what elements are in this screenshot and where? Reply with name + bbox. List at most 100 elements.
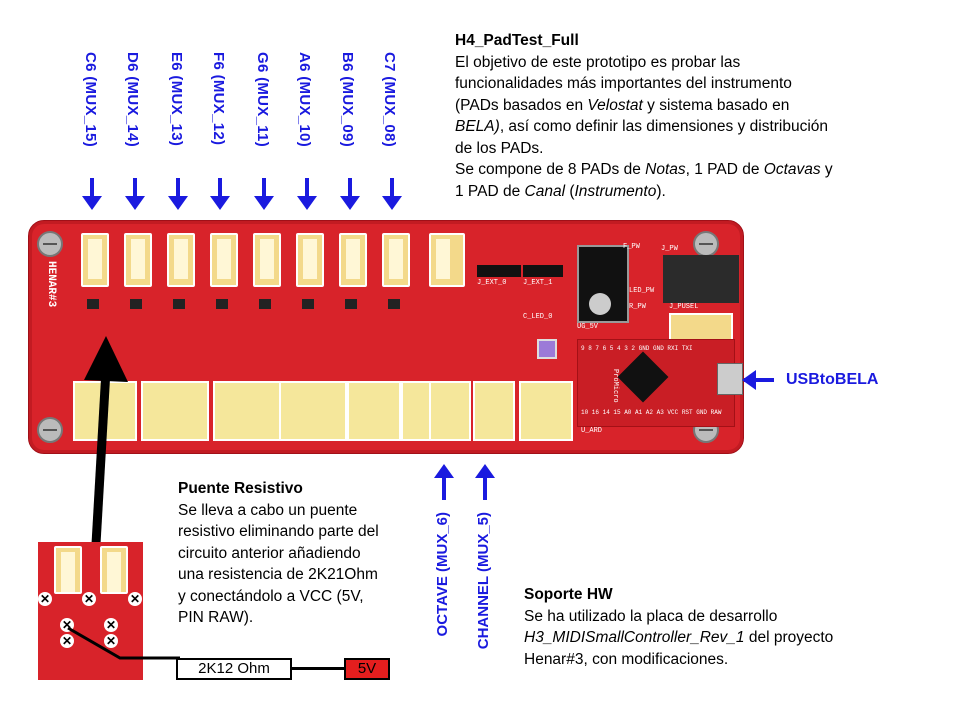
puente-line: circuito anterior añadiendo bbox=[178, 544, 361, 562]
pad-connector-bottom bbox=[141, 381, 209, 441]
mount-hole-icon bbox=[37, 231, 63, 257]
resistor-label: 2K12 Ohm bbox=[176, 658, 292, 680]
mount-hole-icon bbox=[37, 417, 63, 443]
title: H4_PadTest_Full bbox=[455, 32, 579, 49]
pad-connector-bottom bbox=[279, 381, 347, 441]
transistor bbox=[302, 299, 314, 309]
silk-label: J_PUSEL bbox=[669, 303, 699, 311]
usb-label: USBtoBELA bbox=[786, 371, 879, 388]
transistor bbox=[216, 299, 228, 309]
soporte-line: Se ha utilizado la placa de desarrollo bbox=[524, 607, 778, 625]
soporte-line: H3_MIDISmallController_Rev_1 del proyect… bbox=[524, 629, 834, 646]
pad-label-a6: A6 (MUX_10) bbox=[296, 52, 313, 147]
transistor bbox=[130, 299, 142, 309]
transistor bbox=[173, 299, 185, 309]
silk-label: LED_PW bbox=[629, 287, 655, 295]
wire bbox=[290, 667, 344, 670]
title-line: El objetivo de este prototipo es probar … bbox=[455, 53, 741, 71]
pad-connector bbox=[54, 546, 82, 594]
power-jack bbox=[663, 255, 739, 303]
title-line: (PADs basados en Velostat y sistema basa… bbox=[455, 96, 790, 114]
header-j-ext-1 bbox=[523, 265, 563, 277]
puente-line: resistivo eliminando parte del bbox=[178, 523, 379, 540]
soporte-title: Soporte HW bbox=[524, 586, 613, 603]
vcc-label: 5V bbox=[344, 658, 390, 680]
pad-connector bbox=[339, 233, 367, 287]
pad-connector bbox=[167, 233, 195, 287]
arrow-up-icon bbox=[475, 464, 495, 500]
pad-connector bbox=[382, 233, 410, 287]
arrow-down-icon bbox=[125, 178, 145, 210]
silk-label: J_EXT_0 bbox=[477, 279, 507, 287]
usb-connector bbox=[717, 363, 743, 395]
title-line: Se compone de 8 PADs de Notas, 1 PAD de … bbox=[455, 161, 833, 178]
silk-label: J_EXT_1 bbox=[523, 279, 553, 287]
arrow-left-head-icon bbox=[742, 370, 756, 390]
transistor bbox=[87, 299, 99, 309]
arrow-up-icon bbox=[434, 464, 454, 500]
cut-x-icon: ✕ bbox=[104, 634, 118, 648]
title-line: de los PADs. bbox=[455, 139, 544, 157]
puente-title: Puente Resistivo bbox=[178, 480, 303, 497]
arrow-down-icon bbox=[254, 178, 274, 210]
puente-block: Puente Resistivo Se lleva a cabo un puen… bbox=[178, 478, 438, 629]
soporte-block: Soporte HW Se ha utilizado la placa de d… bbox=[524, 584, 944, 670]
pad-connector-bottom bbox=[519, 381, 573, 441]
silk-label: 10 16 14 15 A0 A1 A2 A3 VCC RST GND RAW bbox=[581, 409, 722, 416]
title-line: funcionalidades más importantes del inst… bbox=[455, 75, 792, 92]
silk-label: UG_5V bbox=[577, 323, 599, 331]
puente-line: y conectándolo a VCC (5V, bbox=[178, 587, 364, 605]
pad-label-c6: C6 (MUX_15) bbox=[82, 52, 99, 147]
arrow-down-icon bbox=[297, 178, 317, 210]
pad-connector-bottom bbox=[347, 381, 401, 441]
arrow-left-icon bbox=[744, 378, 774, 382]
cut-x-icon: ✕ bbox=[82, 592, 96, 606]
pad-label-c7: C7 (MUX_08) bbox=[381, 52, 398, 147]
transistor bbox=[345, 299, 357, 309]
soporte-line: Henar#3, con modificaciones. bbox=[524, 650, 729, 668]
arrow-up-black-icon bbox=[84, 336, 128, 545]
title-block: H4_PadTest_Full El objetivo de este prot… bbox=[455, 30, 955, 202]
cut-x-icon: ✕ bbox=[104, 618, 118, 632]
pad-label-d6: D6 (MUX_14) bbox=[124, 52, 141, 147]
pad-label-g6: G6 (MUX_11) bbox=[254, 52, 271, 147]
pad-connector-bottom bbox=[429, 381, 471, 441]
transistor bbox=[388, 299, 400, 309]
puente-line: Se lleva a cabo un puente bbox=[178, 501, 358, 519]
arrow-down-icon bbox=[82, 178, 102, 210]
pad-label-e6: E6 (MUX_13) bbox=[168, 52, 185, 147]
pcb-board: HENAR#3 J_EXT_0 J_EXT_1 UG_5V J_PW F_PW … bbox=[28, 220, 744, 454]
pad-connector bbox=[100, 546, 128, 594]
wire bbox=[67, 626, 180, 660]
silk-label: F_PW bbox=[623, 243, 640, 251]
pad-connector bbox=[429, 233, 465, 287]
pad-connector bbox=[296, 233, 324, 287]
silk-label: U_ARD bbox=[581, 427, 603, 435]
pad-label-b6: B6 (MUX_09) bbox=[339, 52, 356, 147]
channel-label: CHANNEL (MUX_5) bbox=[475, 512, 492, 650]
silk-label: R_PW bbox=[629, 303, 646, 311]
pad-connector bbox=[253, 233, 281, 287]
pusel-connector bbox=[669, 313, 733, 341]
cut-x-icon: ✕ bbox=[38, 592, 52, 606]
pad-connector bbox=[81, 233, 109, 287]
header-j-ext-0 bbox=[477, 265, 521, 277]
pad-connector-bottom bbox=[473, 381, 515, 441]
transistor bbox=[259, 299, 271, 309]
mount-hole-icon bbox=[589, 293, 611, 315]
silk-label: 9 8 7 6 5 4 3 2 GND GND RXI TXI bbox=[581, 345, 693, 352]
silk-label: C_LED_0 bbox=[523, 313, 553, 321]
arrow-down-icon bbox=[168, 178, 188, 210]
rgb-led bbox=[537, 339, 557, 359]
mount-hole-icon bbox=[693, 231, 719, 257]
puente-line: PIN RAW). bbox=[178, 609, 254, 626]
cut-x-icon: ✕ bbox=[128, 592, 142, 606]
voltage-regulator bbox=[577, 245, 629, 323]
board-name: HENAR#3 bbox=[45, 261, 57, 308]
arrow-down-icon bbox=[340, 178, 360, 210]
pad-connector bbox=[210, 233, 238, 287]
pad-label-f6: F6 (MUX_12) bbox=[210, 52, 227, 146]
pad-connector bbox=[124, 233, 152, 287]
title-line: 1 PAD de Canal (Instrumento). bbox=[455, 182, 666, 200]
arrow-down-icon bbox=[210, 178, 230, 210]
